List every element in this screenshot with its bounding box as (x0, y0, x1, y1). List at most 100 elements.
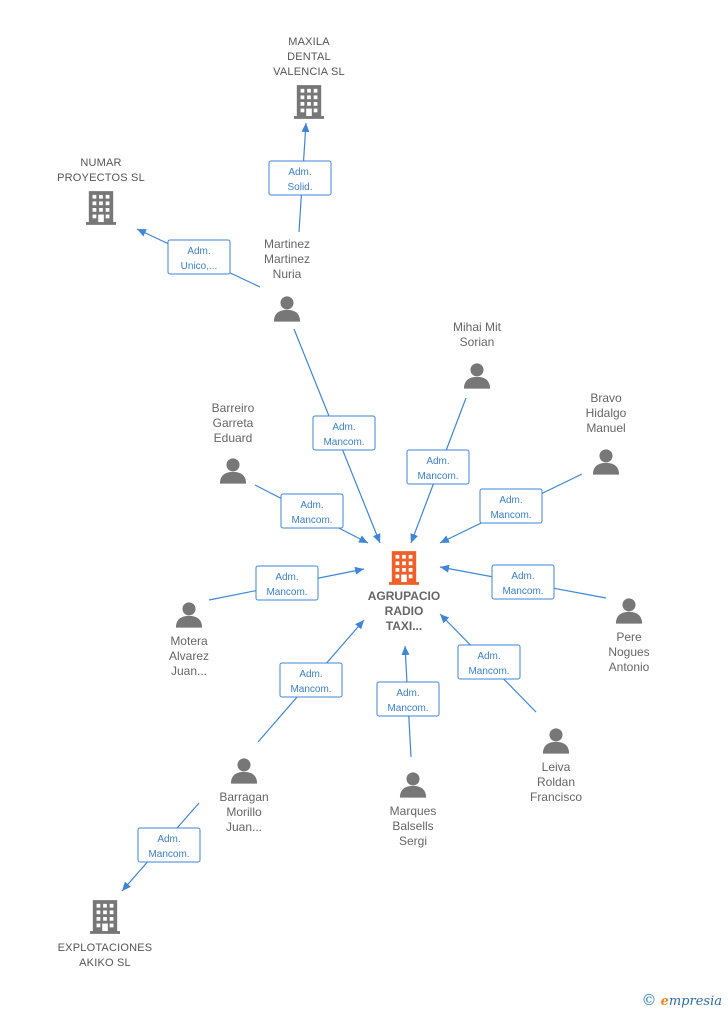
edge-pere-to-center: Adm. Mancom. (439, 564, 607, 600)
node-label-line: Leiva (542, 760, 571, 774)
edge-label-line: Adm. (157, 834, 180, 845)
edge-label-box[interactable] (457, 644, 521, 680)
node-center[interactable]: AGRUPACIORADIOTAXI... (368, 551, 440, 633)
node-label-line: Bravo (590, 391, 622, 405)
edge-motera-to-center: Adm.Mancom. (208, 565, 365, 601)
person-icon[interactable] (273, 296, 301, 322)
node-label-line: Alvarez (169, 649, 209, 663)
edge-label-box[interactable] (479, 488, 543, 524)
edge-label-box[interactable] (491, 564, 555, 600)
node-label-line: Francisco (530, 790, 582, 804)
edge-leiva-to-center: Adm.Mancom. (439, 613, 537, 713)
edge-label-box[interactable] (279, 662, 343, 698)
edge-label-line: Adm. (511, 571, 534, 582)
node-label-line: Balsells (392, 819, 433, 833)
node-barragan[interactable]: BarraganMorilloJuan... (219, 758, 269, 834)
node-label-line: Martinez (264, 252, 310, 266)
node-label-line: Nogues (608, 645, 649, 659)
building-icon[interactable] (294, 85, 324, 119)
edge-mihai-to-center: Adm. Mancom. (406, 397, 470, 544)
edge-martinez-to-numar: Adm.Unico,... (136, 228, 261, 288)
node-label-line: Marques (390, 804, 437, 818)
node-label-line: Pere (616, 630, 642, 644)
node-label-line: Sergi (399, 834, 427, 848)
edge-label-box[interactable] (167, 239, 231, 275)
edge-label-line: Adm. (426, 456, 449, 467)
edge-label-box[interactable] (406, 449, 470, 485)
edge-label-box[interactable] (255, 565, 319, 601)
edge-barragan-to-center: Adm. Mancom. (257, 619, 365, 743)
building-icon[interactable] (90, 900, 120, 934)
node-label-line: Roldan (537, 775, 575, 789)
node-label-line: Morillo (226, 805, 262, 819)
edge-label-line: Mancom. (417, 471, 458, 482)
edge-martinez-to-maxila: Adm.Solid. (268, 122, 332, 233)
brand-name: mpresia (668, 994, 722, 1009)
node-label-line: MAXILA (288, 36, 330, 48)
node-label-line: DENTAL (287, 51, 331, 63)
edge-label-line: Solid. (287, 182, 312, 193)
edge-label-box[interactable] (312, 415, 376, 451)
person-icon[interactable] (542, 728, 570, 754)
node-label-line: EXPLOTACIONES (58, 942, 153, 954)
edge-label-box[interactable] (280, 493, 344, 529)
edge-label-box[interactable] (137, 827, 201, 863)
edge-label-line: Mancom. (490, 510, 531, 521)
person-icon[interactable] (399, 772, 427, 798)
edges-layer: Adm.Solid.Adm.Unico,...Adm.Mancom.Adm.Ma… (121, 122, 607, 892)
node-label-line: Antonio (609, 660, 650, 674)
edge-label-line: Mancom. (266, 587, 307, 598)
node-label-line: Barreiro (212, 401, 255, 415)
person-icon[interactable] (463, 363, 491, 389)
node-label-line: Martinez (264, 237, 310, 251)
edge-label-line: Mancom. (387, 703, 428, 714)
edge-label-line: Adm. (299, 669, 322, 680)
node-label-line: TAXI... (386, 619, 422, 633)
node-motera[interactable]: MoteraAlvarezJuan... (169, 602, 209, 678)
person-icon[interactable] (615, 598, 643, 624)
edge-martinez-to-center: Adm. Mancom. (293, 328, 381, 544)
node-label-line: Mihai Mit (453, 320, 502, 334)
node-maxila[interactable]: MAXILA DENTAL VALENCIA SL (273, 36, 345, 119)
edge-label-line: Mancom. (323, 437, 364, 448)
person-icon[interactable] (592, 449, 620, 475)
building-icon[interactable] (389, 551, 419, 585)
edge-marques-to-center: Adm. Mancom. (376, 645, 440, 758)
node-label-line: Garreta (213, 416, 254, 430)
node-label-line: Juan... (171, 664, 207, 678)
edge-label-line: Adm. (396, 688, 419, 699)
node-label-line: Juan... (226, 820, 262, 834)
building-icon[interactable] (86, 191, 116, 225)
edge-label-box[interactable] (376, 681, 440, 717)
edge-label-line: Mancom. (290, 684, 331, 695)
edge-label-line: Adm. (499, 495, 522, 506)
person-icon[interactable] (219, 458, 247, 484)
edge-barragan-to-explotaciones: Adm.Mancom. (121, 802, 201, 892)
node-label-line: AGRUPACIO (368, 589, 440, 603)
node-label-line: Manuel (586, 421, 625, 435)
node-label-line: Motera (170, 634, 208, 648)
copyright-icon: © (641, 991, 657, 1009)
edge-label-line: Mancom. (502, 586, 543, 597)
node-label-line: VALENCIA SL (273, 66, 345, 78)
edge-label-line: Mancom. (468, 666, 509, 677)
node-label-line: RADIO (385, 604, 424, 618)
edge-label-line: Mancom. (291, 515, 332, 526)
edge-label-line: Adm. (332, 422, 355, 433)
person-icon[interactable] (230, 758, 258, 784)
edge-label-box[interactable] (268, 160, 332, 196)
person-icon[interactable] (175, 602, 203, 628)
edge-label-line: Unico,... (181, 261, 218, 272)
node-label-line: PROYECTOS SL (57, 172, 145, 184)
